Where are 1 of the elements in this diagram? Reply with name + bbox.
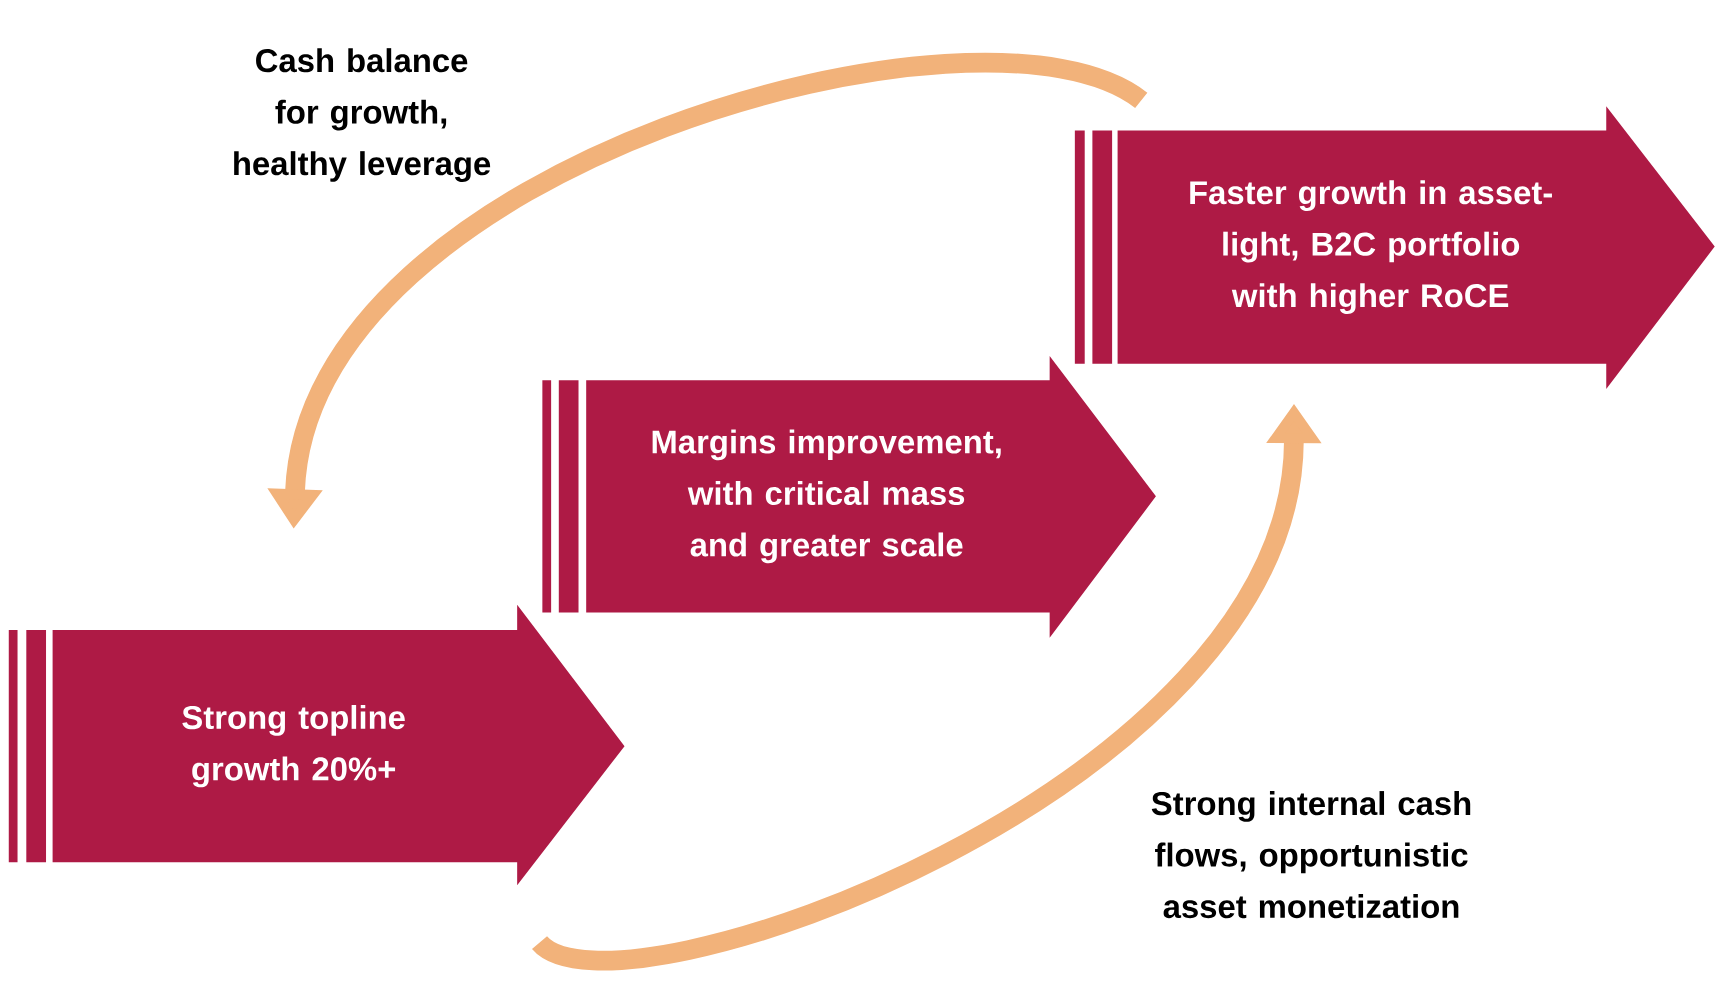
- edge-label: Cash balance for growth, healthy leverage: [234, 48, 491, 183]
